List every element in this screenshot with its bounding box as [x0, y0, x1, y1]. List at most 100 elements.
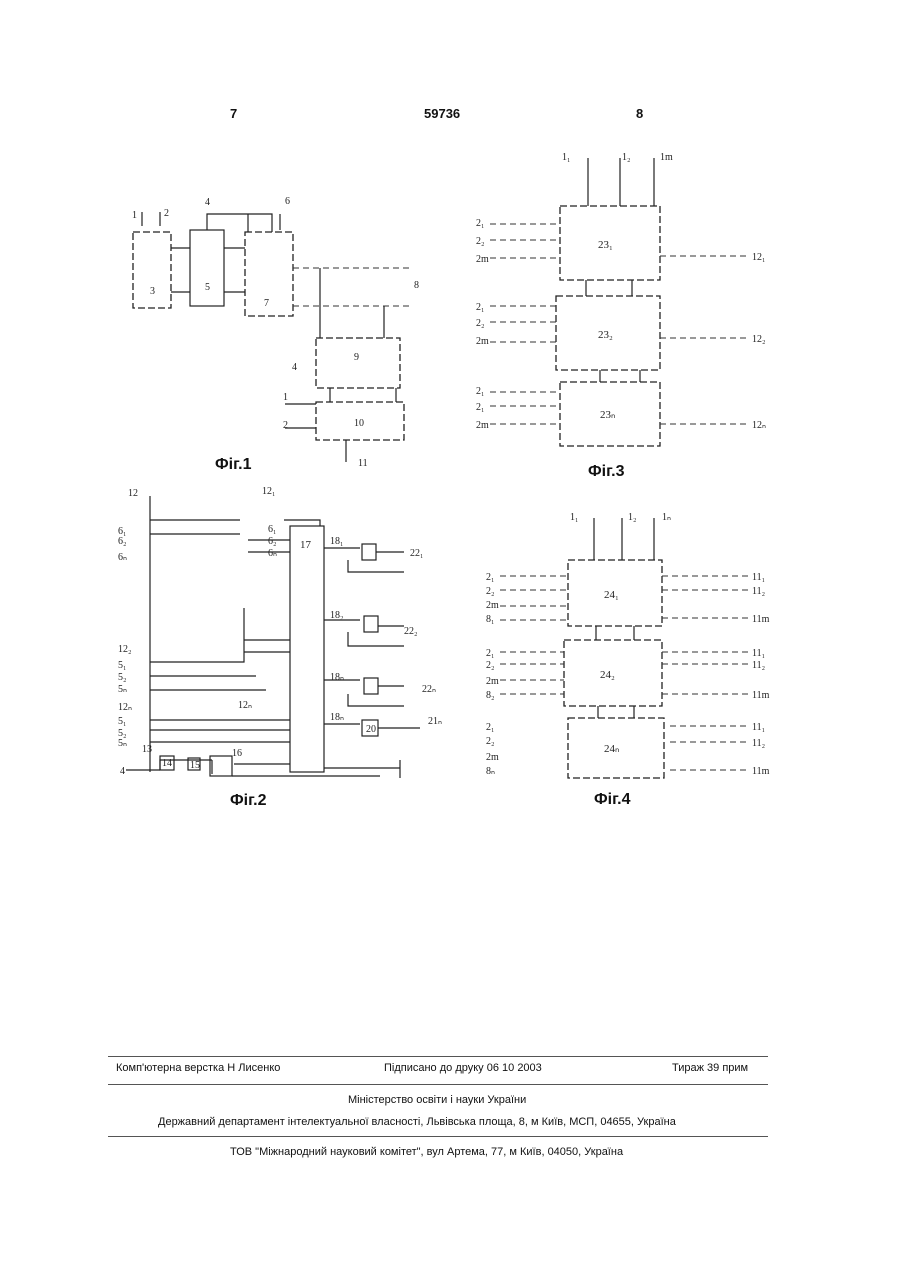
svg-text:1₁: 1₁ [562, 152, 571, 163]
svg-text:3: 3 [150, 286, 155, 297]
svg-text:1₂: 1₂ [628, 512, 637, 523]
svg-text:20: 20 [366, 724, 376, 735]
svg-text:5₂: 5₂ [118, 672, 127, 683]
svg-text:18₁: 18₁ [330, 536, 344, 547]
svg-text:8₂: 8₂ [486, 690, 495, 701]
svg-text:2m: 2m [476, 254, 489, 265]
svg-text:12: 12 [128, 488, 138, 499]
svg-text:2₂: 2₂ [486, 586, 495, 597]
figure-4-caption: Фіг.4 [594, 791, 631, 809]
svg-text:2₂: 2₂ [476, 236, 485, 247]
svg-text:14: 14 [162, 758, 172, 769]
svg-text:11₁: 11₁ [752, 722, 765, 733]
svg-text:12₂: 12₂ [118, 644, 132, 655]
svg-text:2m: 2m [486, 676, 499, 687]
footer-rule-bottom [108, 1136, 768, 1137]
svg-text:1: 1 [132, 210, 137, 221]
svg-text:11: 11 [358, 458, 368, 469]
ministry-line: Міністерство освіти і науки України [348, 1094, 526, 1106]
signed-date: Підписано до друку 06 10 2003 [384, 1062, 542, 1074]
svg-text:8₁: 8₁ [486, 614, 495, 625]
svg-text:2m: 2m [486, 600, 499, 611]
svg-text:4: 4 [120, 766, 125, 777]
svg-text:17: 17 [300, 539, 312, 551]
svg-text:21ₙ: 21ₙ [428, 716, 442, 727]
svg-text:11m: 11m [752, 614, 770, 625]
department-line: Державний департамент інтелектуальної вл… [158, 1116, 676, 1128]
svg-text:6: 6 [285, 196, 290, 207]
svg-text:12ₙ: 12ₙ [238, 700, 252, 711]
svg-text:11₂: 11₂ [752, 660, 765, 671]
svg-text:2₁: 2₁ [486, 722, 495, 733]
svg-text:5ₙ: 5ₙ [118, 738, 127, 749]
svg-text:2₁: 2₁ [476, 386, 485, 397]
svg-text:1m: 1m [660, 152, 673, 163]
svg-text:6ₙ: 6ₙ [118, 552, 127, 563]
svg-text:16: 16 [232, 748, 242, 759]
svg-text:2: 2 [283, 420, 288, 431]
svg-text:2₂: 2₂ [486, 660, 495, 671]
svg-text:18₂: 18₂ [330, 610, 344, 621]
svg-text:5₁: 5₁ [118, 716, 127, 727]
figure-2-caption: Фіг.2 [230, 792, 267, 810]
block-23-n-label: 23ₙ [600, 409, 615, 421]
svg-text:5₁: 5₁ [118, 660, 127, 671]
circulation: Тираж 39 прим [672, 1062, 748, 1074]
figure-4-diagram: 1₁ 1₂ 1ₙ 2₁ 2₂ 2m 8₁ 2₁ 2₂ 2m 8₂ 2₁ 2₂ 2… [486, 512, 770, 778]
svg-text:22ₙ: 22ₙ [422, 684, 436, 695]
svg-text:2m: 2m [476, 336, 489, 347]
svg-text:6₂: 6₂ [118, 536, 127, 547]
figure-2-diagram: 12 12₁ 17 6₁ 6₂ 6ₙ 6₁ 6₂ 6ₙ 18₁ 18₂ 18ₙ … [118, 486, 442, 778]
svg-text:5: 5 [205, 282, 210, 293]
svg-text:2₁: 2₁ [486, 572, 495, 583]
svg-text:22₂: 22₂ [404, 626, 418, 637]
svg-text:2₂: 2₂ [476, 318, 485, 329]
svg-text:13: 13 [142, 744, 152, 755]
svg-text:11m: 11m [752, 690, 770, 701]
svg-text:5ₙ: 5ₙ [118, 684, 127, 695]
svg-text:22₁: 22₁ [410, 548, 424, 559]
svg-text:12₁: 12₁ [752, 252, 766, 263]
svg-text:2₁: 2₁ [476, 302, 485, 313]
svg-text:9: 9 [354, 352, 359, 363]
figure-1-caption: Фіг.1 [215, 456, 252, 474]
svg-text:12ₙ: 12ₙ [752, 420, 766, 431]
svg-text:2₂: 2₂ [486, 736, 495, 747]
printer-line: ТОВ "Міжнародний науковий комітет", вул … [230, 1146, 623, 1158]
svg-text:18ₙ: 18ₙ [330, 672, 344, 683]
svg-text:4: 4 [205, 197, 210, 208]
block-23-2-label: 23₂ [598, 329, 613, 341]
svg-text:1₁: 1₁ [570, 512, 579, 523]
block-24-2-label: 24₂ [600, 669, 615, 681]
svg-text:6₂: 6₂ [268, 536, 277, 547]
figure-1-diagram: 1 2 3 4 5 6 7 8 9 10 11 1 2 4 [132, 196, 419, 469]
svg-text:11₁: 11₁ [752, 572, 765, 583]
block-24-1-label: 24₁ [604, 589, 619, 601]
svg-text:1₂: 1₂ [622, 152, 631, 163]
drawings-sheet: 1 2 3 4 5 6 7 8 9 10 11 1 2 4 1₁ 1₂ 1m 2… [0, 0, 900, 900]
svg-text:10: 10 [354, 418, 364, 429]
svg-text:12₁: 12₁ [262, 486, 276, 497]
svg-text:7: 7 [264, 298, 269, 309]
figure-3-caption: Фіг.3 [588, 463, 625, 481]
svg-text:2: 2 [164, 208, 169, 219]
svg-text:11₁: 11₁ [752, 648, 765, 659]
svg-text:18ₙ: 18ₙ [330, 712, 344, 723]
svg-text:1: 1 [283, 392, 288, 403]
svg-text:11₂: 11₂ [752, 586, 765, 597]
footer-rule-middle [108, 1084, 768, 1085]
svg-text:6ₙ: 6ₙ [268, 548, 277, 559]
svg-text:6₁: 6₁ [268, 524, 277, 535]
svg-text:2m: 2m [476, 420, 489, 431]
block-24-n-label: 24ₙ [604, 743, 619, 755]
svg-text:8: 8 [414, 280, 419, 291]
svg-text:8ₙ: 8ₙ [486, 766, 495, 777]
block-23-1-label: 23₁ [598, 239, 613, 251]
footer-rule-top [108, 1056, 768, 1057]
svg-text:2₁: 2₁ [486, 648, 495, 659]
svg-text:1ₙ: 1ₙ [662, 512, 671, 523]
svg-text:2₁: 2₁ [476, 218, 485, 229]
svg-text:2m: 2m [486, 752, 499, 763]
svg-text:15: 15 [190, 760, 200, 771]
svg-text:11m: 11m [752, 766, 770, 777]
